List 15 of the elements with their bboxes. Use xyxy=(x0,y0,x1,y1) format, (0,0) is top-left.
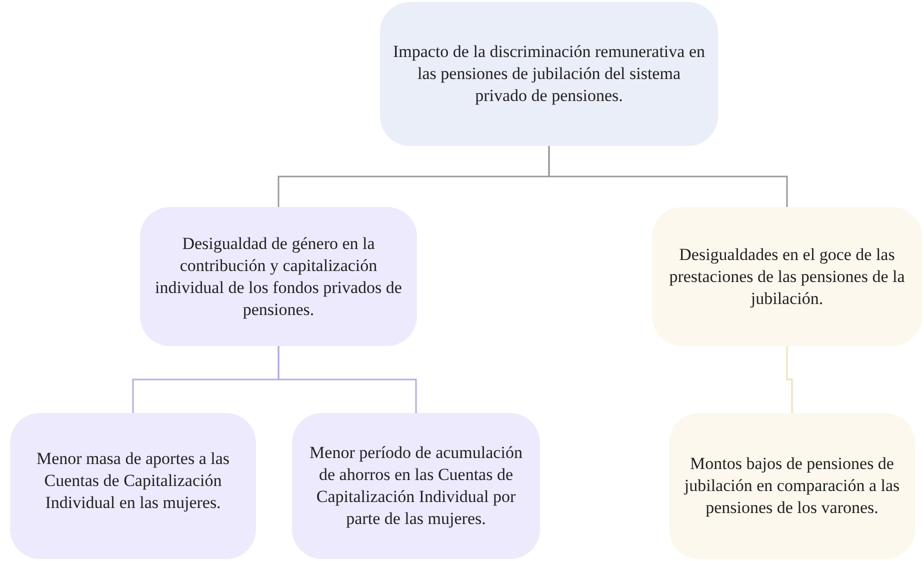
rounded-box xyxy=(380,2,718,146)
node-text: Menor masa de aportes a las Cuentas de Capitalización Individual en las mujeres. xyxy=(35,448,231,514)
rounded-box xyxy=(652,207,922,346)
node-text: Desigualdad de género en la contribución y capitalización individual de los fondos privados de pensiones. xyxy=(154,232,403,320)
node-text: Menor período de acumulación de ahorros en las Cuentas de Capitalización Individual por parte de las mujeres. xyxy=(308,442,524,530)
node-text: Impacto de la discriminación remunerativa en las pensiones de jubilación del sistema privado de pensiones. xyxy=(392,41,706,107)
node-text: Desigualdades en el goce de las prestaciones de las pensiones de la jubilación. xyxy=(668,244,906,310)
rounded-box xyxy=(292,413,540,559)
connector-line xyxy=(548,146,788,207)
node-text: Montos bajos de pensiones de jubilación en comparación a las pensiones de los varones. xyxy=(682,453,901,519)
rounded-box xyxy=(669,413,915,559)
rounded-box xyxy=(140,207,417,346)
connector-line xyxy=(786,346,793,413)
connector-line xyxy=(278,346,417,413)
rounded-box xyxy=(10,413,256,559)
